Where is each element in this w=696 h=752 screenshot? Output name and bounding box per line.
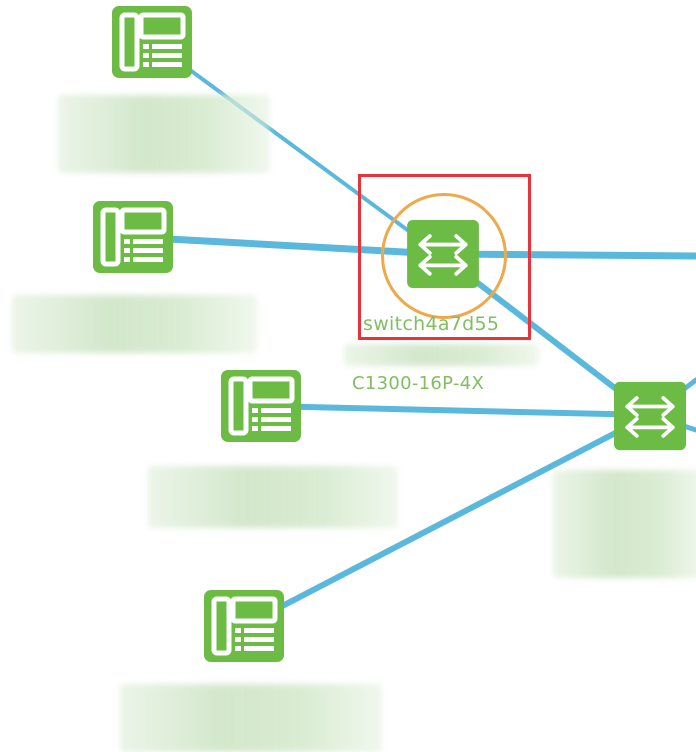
ip-phone-icon[interactable] [112,6,192,78]
selection-highlight-box [358,174,531,340]
redacted-label-phone-3 [148,466,398,528]
ip-phone-icon[interactable] [204,590,284,662]
link-phone-3-switch2 [259,403,653,418]
ip-phone-icon[interactable] [93,201,173,273]
switch-hostname-label[interactable]: switch4a7d55 [363,313,500,335]
redacted-label-switch-2 [553,470,696,578]
redacted-label-phone-1 [58,95,270,173]
redacted-label-phone-2 [12,295,257,353]
redacted-label-phone-4 [120,684,382,752]
ip-phone-icon[interactable] [221,370,301,442]
redacted-label-switch-1 [344,344,539,366]
link-phone-4-switch2 [241,412,653,629]
switch-icon[interactable] [614,380,686,452]
selection-ring [381,193,507,319]
switch-model-label: C1300-16P-4X [352,373,485,394]
